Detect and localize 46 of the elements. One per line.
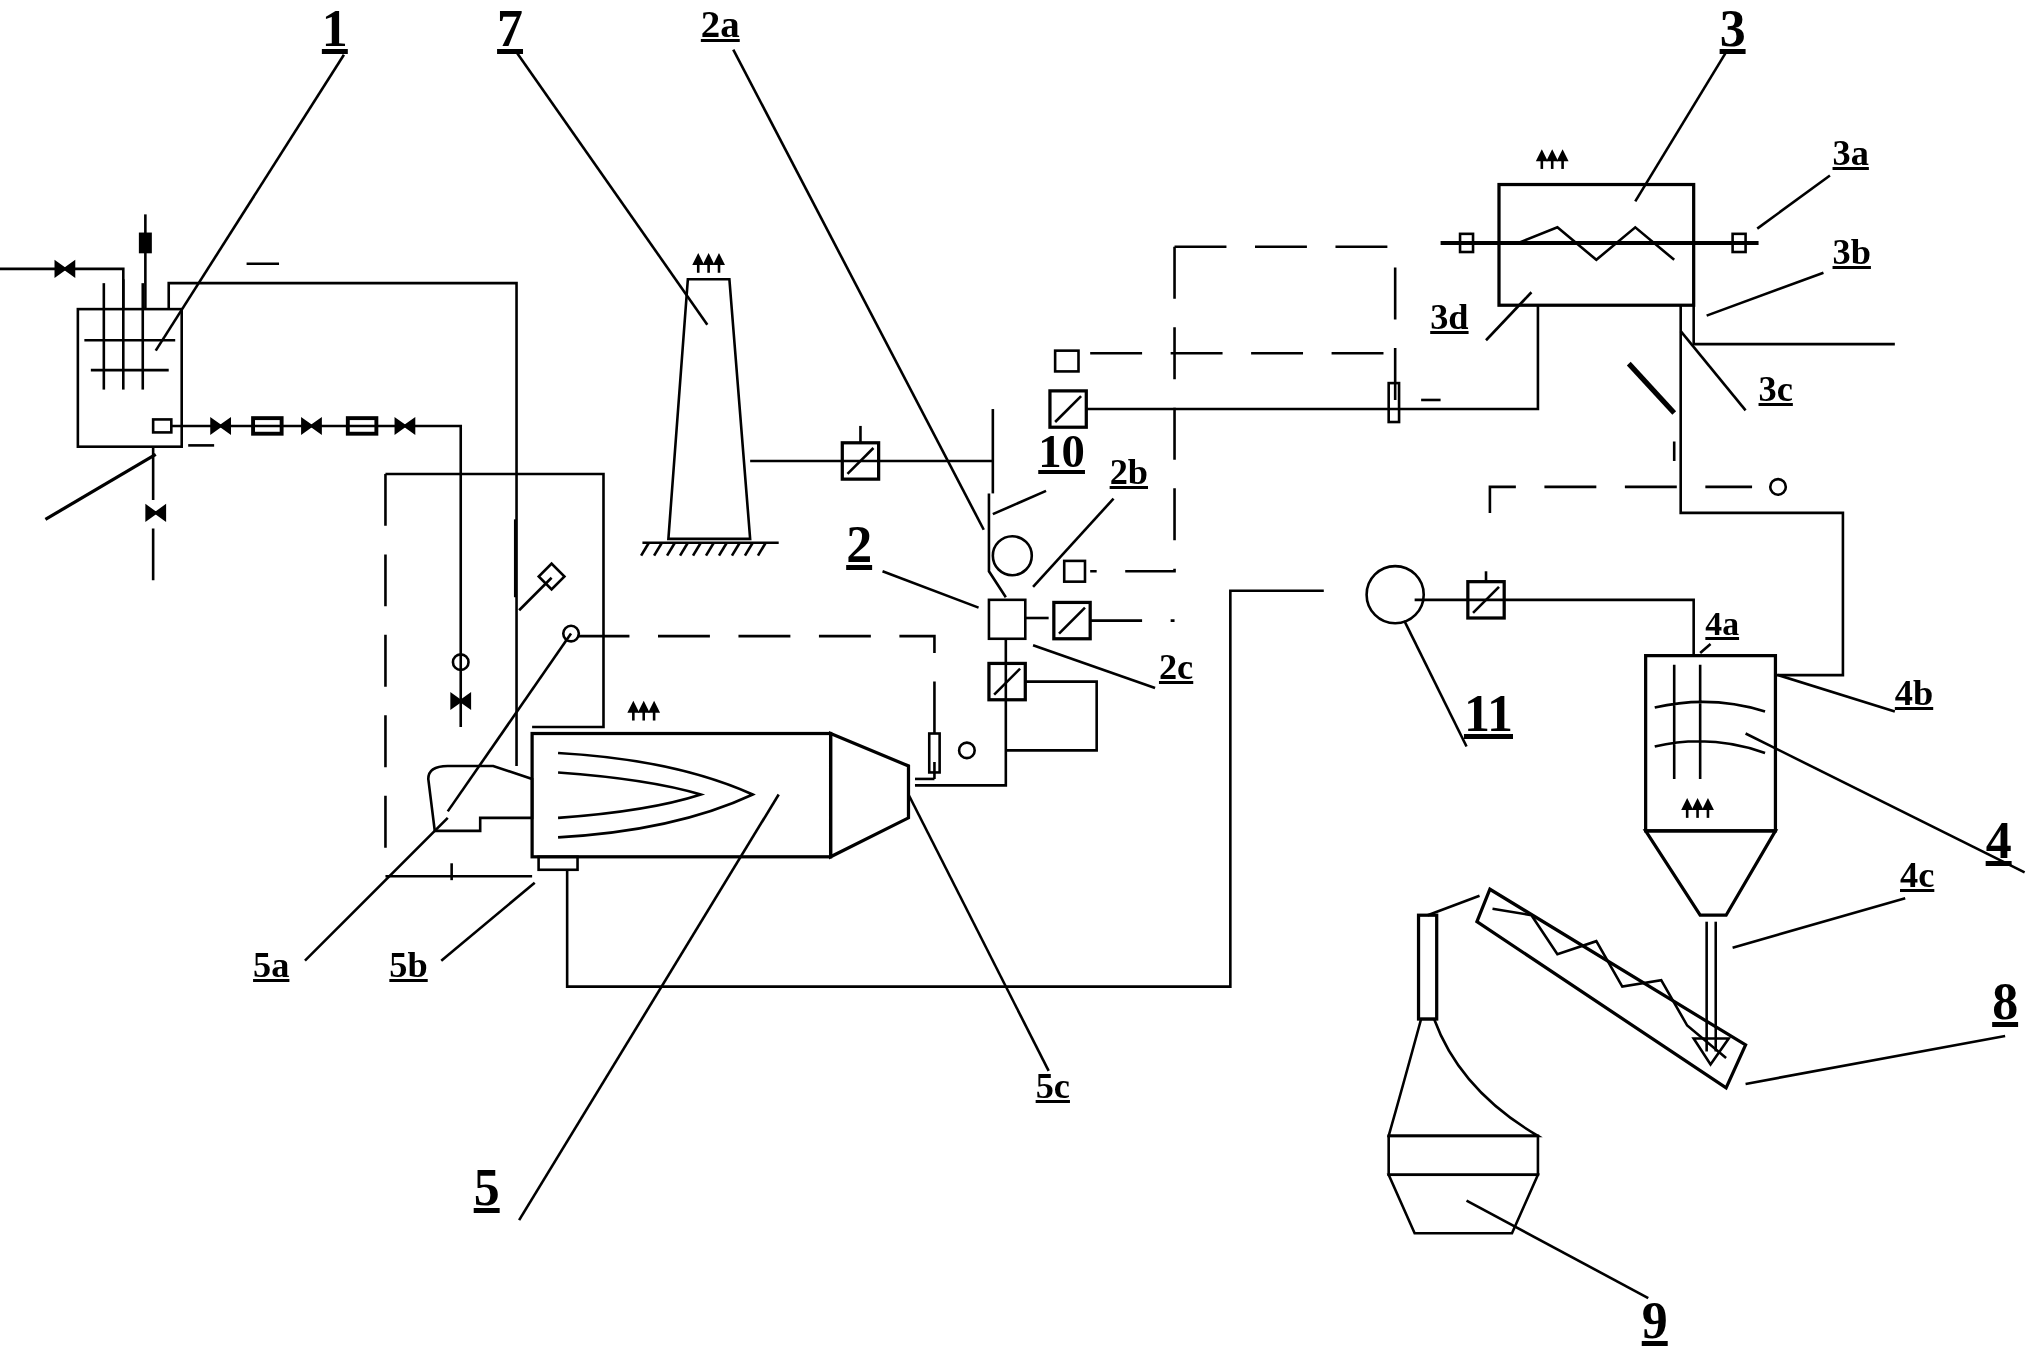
callout-number: 8 [1992,975,2019,1028]
callout-number: 2b [1109,454,1148,491]
leader-line [1634,51,1728,203]
callout-number: 2a [700,5,740,45]
leader-line [1403,620,1468,748]
leader-line [1485,291,1533,342]
callout-number: 3b [1832,233,1871,270]
leader-line [1745,732,2026,874]
callout-number: 3d [1430,298,1469,335]
callout-number: 5 [473,1161,500,1214]
leader-line [1706,271,1824,317]
callout-number: 1 [321,2,348,55]
leader-line [1032,644,1156,690]
callout-number: 5c [1035,1068,1070,1105]
leader-line [992,489,1047,516]
leader-line [732,48,985,531]
leader-line [518,793,780,1221]
callout-number: 7 [497,2,523,55]
leader-line [154,54,346,352]
callout-number: 4 [1985,815,2012,867]
callout-number: 4a [1705,607,1740,642]
callout-number: 4b [1894,674,1934,712]
leader-line [1032,497,1115,588]
callout-number: 4c [1900,856,1935,893]
leader-line [1756,174,1831,230]
leader-line [1732,897,1906,949]
leader-line [440,881,536,962]
callout-number: 5a [253,947,290,984]
leader-line [882,570,980,609]
callout-number: 3 [1719,2,1746,55]
callout-number: 2c [1158,648,1194,686]
callout-number: 10 [1038,428,1085,475]
leader-line [1679,330,1747,412]
leader-line [1777,673,1896,713]
callout-number: 3c [1758,371,1793,408]
callout-number: 11 [1463,687,1513,740]
callout-number: 5b [389,947,428,984]
callout-number: 9 [1641,1295,1668,1348]
leader-line [515,51,709,326]
leader-line [907,793,1050,1072]
leader-line [1745,1034,2006,1086]
leader-line [304,816,449,962]
leader-line [1465,1199,1649,1300]
callout-number: 2 [846,519,873,572]
leader-line [1699,643,1712,655]
callout-number: 3a [1832,134,1869,172]
